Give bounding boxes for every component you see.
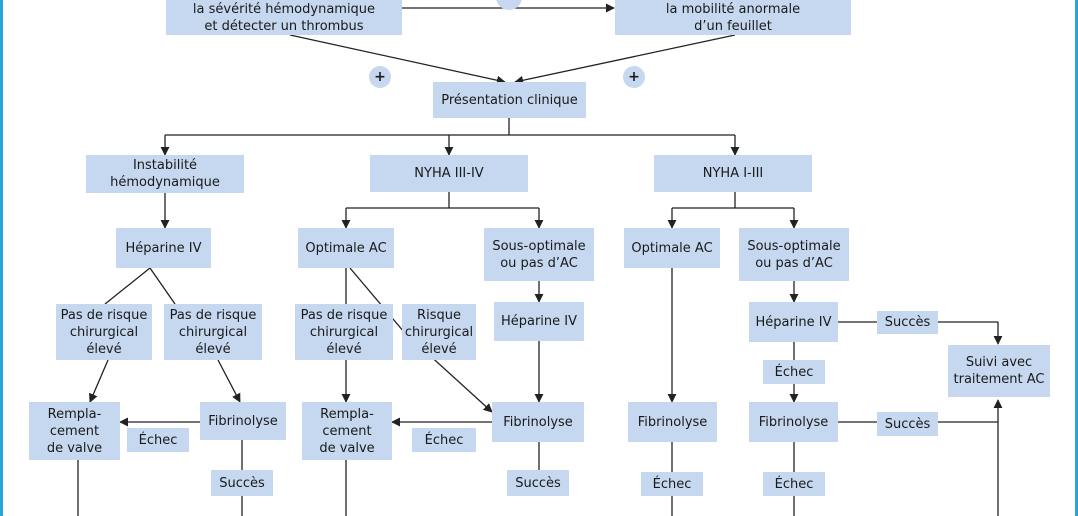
node-pas-risque-a2: Pas de risque chirurgical élevé bbox=[164, 304, 262, 360]
node-pas-risque-a1: Pas de risque chirurgical élevé bbox=[56, 304, 152, 360]
node-fibrinolyse-c1: Fibrinolyse bbox=[628, 402, 717, 442]
node-echec-c2: Échec bbox=[641, 472, 703, 496]
node-succes-c2: Succès bbox=[877, 412, 938, 436]
node-succes-b: Succès bbox=[507, 470, 569, 496]
left-border bbox=[0, 0, 3, 516]
node-optimale-c: Optimale AC bbox=[624, 228, 720, 268]
line-optimale-b-to-risque bbox=[349, 267, 405, 333]
node-remplacement-a: Rempla- cement de valve bbox=[29, 402, 120, 460]
node-succes-a: Succès bbox=[211, 470, 273, 496]
node-risque-b: Risque chirurgical élevé bbox=[402, 304, 476, 360]
node-pas-risque-b: Pas de risque chirurgical élevé bbox=[295, 304, 393, 360]
node-echec-c1: Échec bbox=[763, 360, 825, 384]
line-heparine-a-left bbox=[104, 267, 151, 305]
arrow-pasrisque-a2-to-fibrinolyse bbox=[217, 359, 241, 403]
node-heparine-c: Héparine IV bbox=[749, 302, 838, 342]
right-border bbox=[1075, 0, 1078, 516]
node-presentation-clinique: Présentation clinique bbox=[433, 82, 586, 118]
node-top-right: la mobilité anormale d’un feuillet bbox=[615, 0, 851, 35]
node-sous-opt-c: Sous-optimale ou pas d’AC bbox=[739, 228, 849, 281]
plus-left: + bbox=[369, 66, 391, 88]
node-fibrinolyse-b: Fibrinolyse bbox=[492, 402, 584, 442]
arrow-pasrisque-a1-to-remplacement bbox=[89, 359, 109, 403]
node-remplacement-b: Rempla- cement de valve bbox=[302, 402, 392, 460]
node-echec-c3: Échec bbox=[763, 472, 825, 496]
node-nyha-3-4: NYHA III-IV bbox=[370, 155, 528, 192]
node-succes-c1: Succès bbox=[877, 311, 938, 334]
node-top-left: la sévérité hémodynamique et détecter un… bbox=[166, 0, 402, 35]
node-heparine-a: Héparine IV bbox=[116, 228, 211, 268]
node-optimale-b: Optimale AC bbox=[298, 228, 394, 268]
node-suivi-traitement-ac: Suivi avec traitement AC bbox=[948, 345, 1050, 397]
node-echec-b: Échec bbox=[412, 428, 476, 452]
node-fibrinolyse-a: Fibrinolyse bbox=[200, 402, 286, 440]
node-instabilite: Instabilité hémodynamique bbox=[86, 155, 244, 193]
arrow-top-left-to-presentation bbox=[289, 34, 506, 85]
plus-right: + bbox=[623, 66, 645, 88]
node-echec-a: Échec bbox=[127, 428, 189, 452]
node-sous-opt-b: Sous-optimale ou pas d’AC bbox=[484, 228, 594, 281]
node-fibrinolyse-c2: Fibrinolyse bbox=[749, 402, 838, 442]
node-nyha-1-3: NYHA I-III bbox=[654, 155, 812, 192]
top-connector-circle bbox=[496, 0, 522, 10]
arrow-top-right-to-presentation bbox=[514, 34, 736, 85]
node-heparine-b: Héparine IV bbox=[494, 302, 584, 341]
line-heparine-a-right bbox=[149, 267, 176, 305]
